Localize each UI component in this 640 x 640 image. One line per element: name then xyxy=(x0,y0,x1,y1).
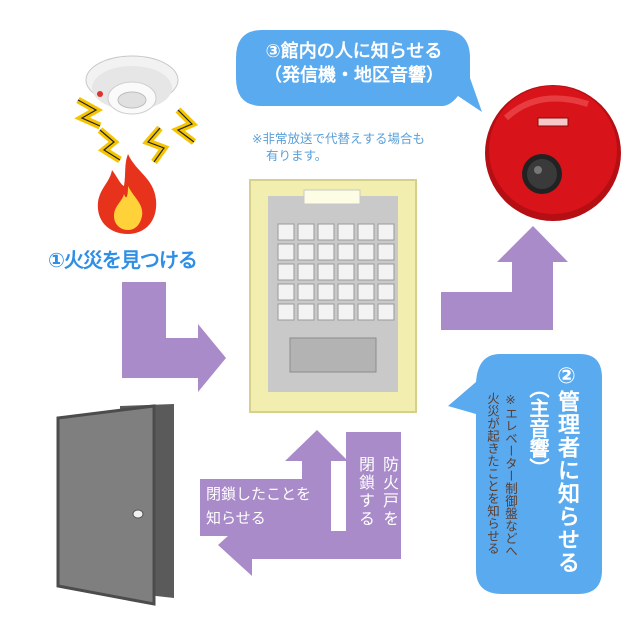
close-door-line1: 防火戸を xyxy=(380,456,399,528)
bubble3-shape xyxy=(236,30,482,112)
notify-closed-label: 閉鎖したことを 知らせる xyxy=(206,482,311,530)
bubble2-subtitle: （主音響） xyxy=(526,378,550,478)
bubble2-note-line2: 火災が起きたことを知らせる xyxy=(485,392,500,555)
bubble3-line2: （発信機・地区音響） xyxy=(264,65,444,86)
bubble2-title: ②管理者に知らせる xyxy=(554,364,579,574)
arrow-door-notifies-panel xyxy=(200,430,348,536)
fire-icon xyxy=(97,154,157,234)
arrow-detect-to-panel xyxy=(122,282,226,392)
bubble3-line1: ③館内の人に知らせる xyxy=(265,41,443,62)
fire-door-icon xyxy=(56,404,174,606)
bubble3-note-line1: ※非常放送で代替えする場合も xyxy=(252,131,425,146)
notify-closed-line2: 知らせる xyxy=(206,509,266,527)
alarm-bell-icon xyxy=(485,85,621,221)
bubble3-note-line2: 有ります。 xyxy=(266,148,328,163)
bubble2-shape xyxy=(448,354,602,594)
close-door-line2: 閉鎖する xyxy=(356,456,375,528)
panel-indicator-grid xyxy=(277,223,395,321)
bubble3-title: ③館内の人に知らせる （発信機・地区音響） xyxy=(244,40,464,88)
bubble2-note-line1: ※エレベーター制御盤などへ xyxy=(503,392,518,557)
notify-closed-line1: 閉鎖したことを xyxy=(206,485,312,503)
control-panel-icon xyxy=(249,179,417,413)
step1-label: ①火災を見つける xyxy=(48,248,198,272)
bubble3-note: ※非常放送で代替えする場合も 有ります。 xyxy=(252,130,425,164)
smoke-detector-icon xyxy=(74,55,199,165)
arrow-close-door xyxy=(218,432,401,576)
arrow-panel-to-alarm xyxy=(441,226,568,330)
